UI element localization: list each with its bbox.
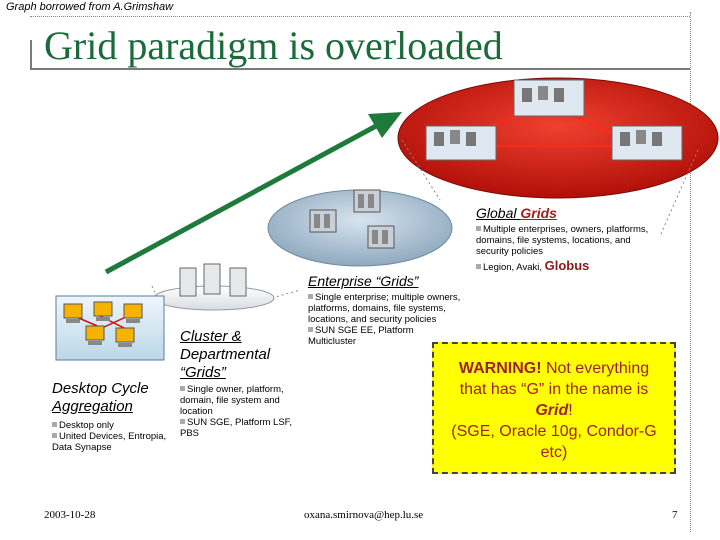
- enterprise-grids-label: Enterprise “Grids”: [308, 273, 419, 289]
- server-cluster-icon: [367, 225, 395, 249]
- server-cluster-icon: [513, 79, 585, 117]
- cluster-grids-bullets: Single owner, platform, domain, file sys…: [180, 384, 308, 439]
- warning-heading: WARNING!: [458, 360, 542, 377]
- cluster-grids-label: Cluster & Departmental “Grids”: [180, 328, 271, 381]
- desktop-pc-icon: [123, 303, 143, 323]
- top-dotted-line: [30, 16, 690, 18]
- title-underline: [30, 68, 690, 70]
- level-connector-lines: [151, 139, 699, 301]
- globus-label: Globus: [544, 258, 590, 273]
- desktop-pc-icon: [115, 327, 135, 347]
- desktop-aggregation-label: Desktop Cycle Aggregation: [52, 380, 149, 415]
- server-cluster-icon: [425, 125, 497, 161]
- list-item: Desktop only: [52, 420, 176, 431]
- server-cluster-icon: [611, 125, 683, 161]
- footer-email: oxana.smirnova@hep.lu.se: [304, 509, 424, 521]
- growth-arrow: [104, 112, 402, 275]
- cluster-servers-icon: [179, 263, 247, 297]
- footer-page-number: 7: [672, 509, 678, 521]
- desktop-pc-icon: [93, 301, 113, 321]
- global-grid-ellipse: [397, 77, 719, 199]
- list-item: SUN SGE, Platform LSF, PBS: [180, 417, 293, 439]
- list-item: SUN SGE EE, Platform Multicluster: [308, 325, 414, 347]
- list-item: Single owner, platform, domain, file sys…: [180, 384, 284, 417]
- slide-title: Grid paradigm is overloaded: [44, 23, 503, 68]
- right-dotted-line: [690, 12, 692, 532]
- list-item: Multiple enterprises, owners, platforms,…: [476, 224, 649, 257]
- enterprise-grids-bullets: Single enterprise; multiple owners, plat…: [308, 292, 463, 347]
- global-grids-label: Global Grids: [476, 205, 557, 221]
- global-grids-accent: Grids: [520, 205, 557, 221]
- credit-note: Graph borrowed from A.Grimshaw: [6, 1, 174, 13]
- global-grids-bullets: Multiple enterprises, owners, platforms,…: [476, 224, 666, 273]
- footer-date: 2003-10-28: [44, 509, 96, 521]
- list-item: Legion, Avaki, Globus: [476, 258, 666, 273]
- list-item: United Devices, Entropia, Data Synapse: [52, 431, 167, 453]
- desktop-pc-icon: [85, 325, 105, 345]
- desktop-aggregation-bullets: Desktop only United Devices, Entropia, D…: [52, 420, 176, 453]
- server-cluster-icon: [353, 189, 381, 213]
- server-cluster-icon: [309, 209, 337, 233]
- desktop-pc-icon: [63, 303, 83, 323]
- list-item: Single enterprise; multiple owners, plat…: [308, 292, 461, 325]
- title-left-tick: [30, 40, 32, 70]
- warning-box: WARNING! Not everything that has “G” in …: [432, 342, 676, 474]
